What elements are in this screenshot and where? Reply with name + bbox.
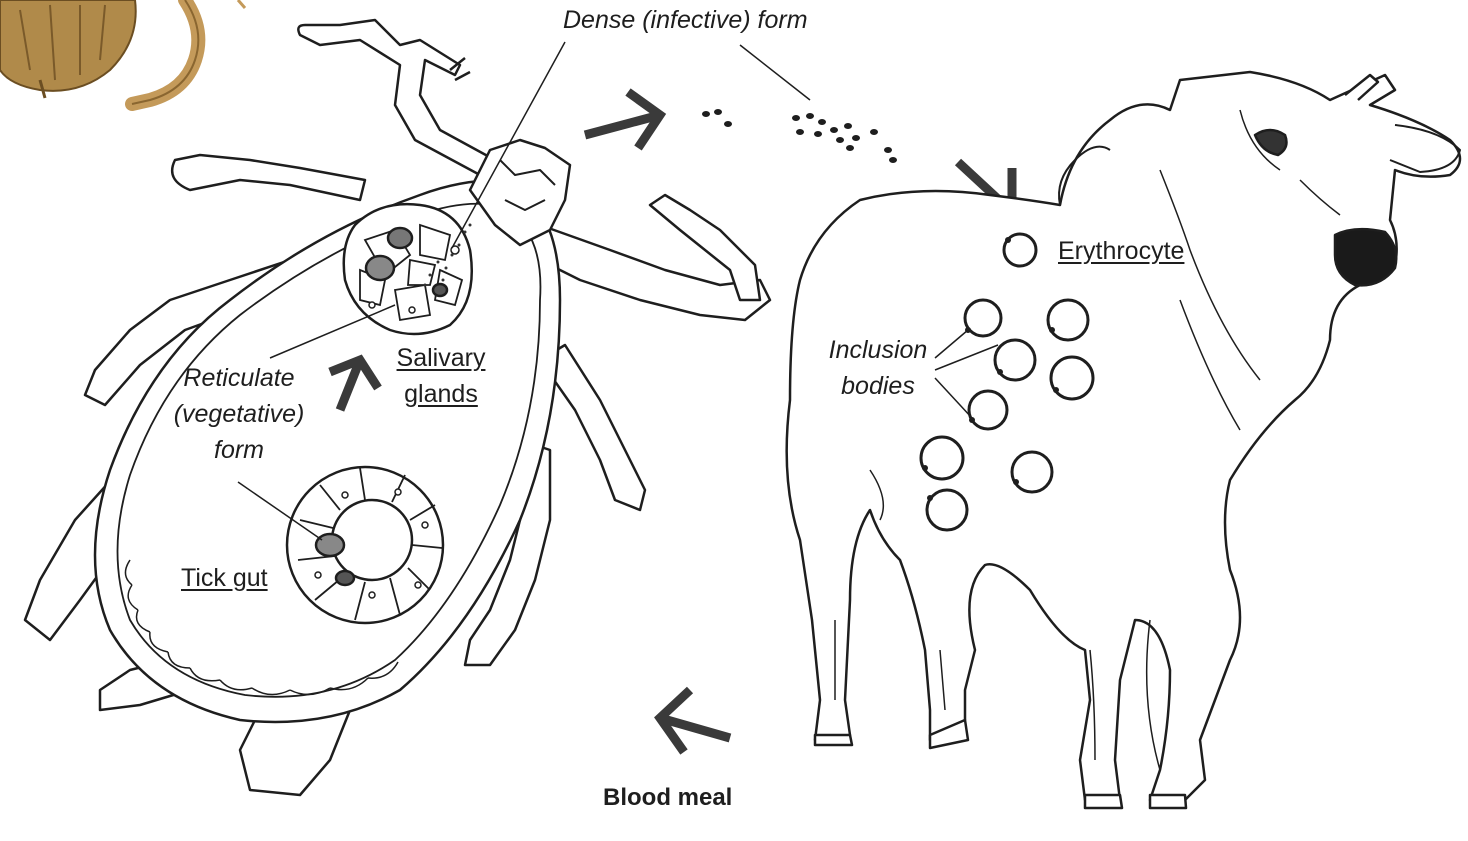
reticulate-form-label: Reticulate (vegetative) form: [154, 360, 324, 468]
reticulate-label-line2: (vegetative): [154, 396, 324, 432]
cell-icon: [921, 437, 963, 479]
cell-icon: [927, 490, 967, 530]
inclusion-bodies-label: Inclusion bodies: [818, 332, 938, 404]
salivary-label-line1: Salivary: [386, 340, 496, 376]
dense-form-label: Dense (infective) form: [563, 2, 808, 38]
cell-icon: [969, 391, 1007, 429]
tick-gut-icon: [287, 467, 443, 623]
cell-icon: [1012, 452, 1052, 492]
salivary-label-line2: glands: [386, 376, 496, 412]
cow-illustration-icon: [787, 72, 1460, 808]
inclusion-label-line1: Inclusion: [818, 332, 938, 368]
erythrocyte-label: Erythrocyte: [1058, 233, 1184, 269]
arrow-icon: [660, 690, 730, 752]
reticulate-label-line1: Reticulate: [154, 360, 324, 396]
blood-meal-label: Blood meal: [603, 780, 732, 816]
reticulate-label-line3: form: [154, 432, 324, 468]
cell-icon: [1048, 300, 1088, 340]
dense-form-leader-line: [740, 45, 810, 100]
tick-gut-label: Tick gut: [181, 560, 268, 596]
salivary-glands-label: Salivary glands: [386, 340, 496, 412]
inclusion-label-line2: bodies: [818, 368, 938, 404]
dense-form-dots: [702, 109, 897, 163]
brown-tick-fragment-icon: [0, 0, 245, 104]
arrow-icon: [585, 92, 660, 148]
